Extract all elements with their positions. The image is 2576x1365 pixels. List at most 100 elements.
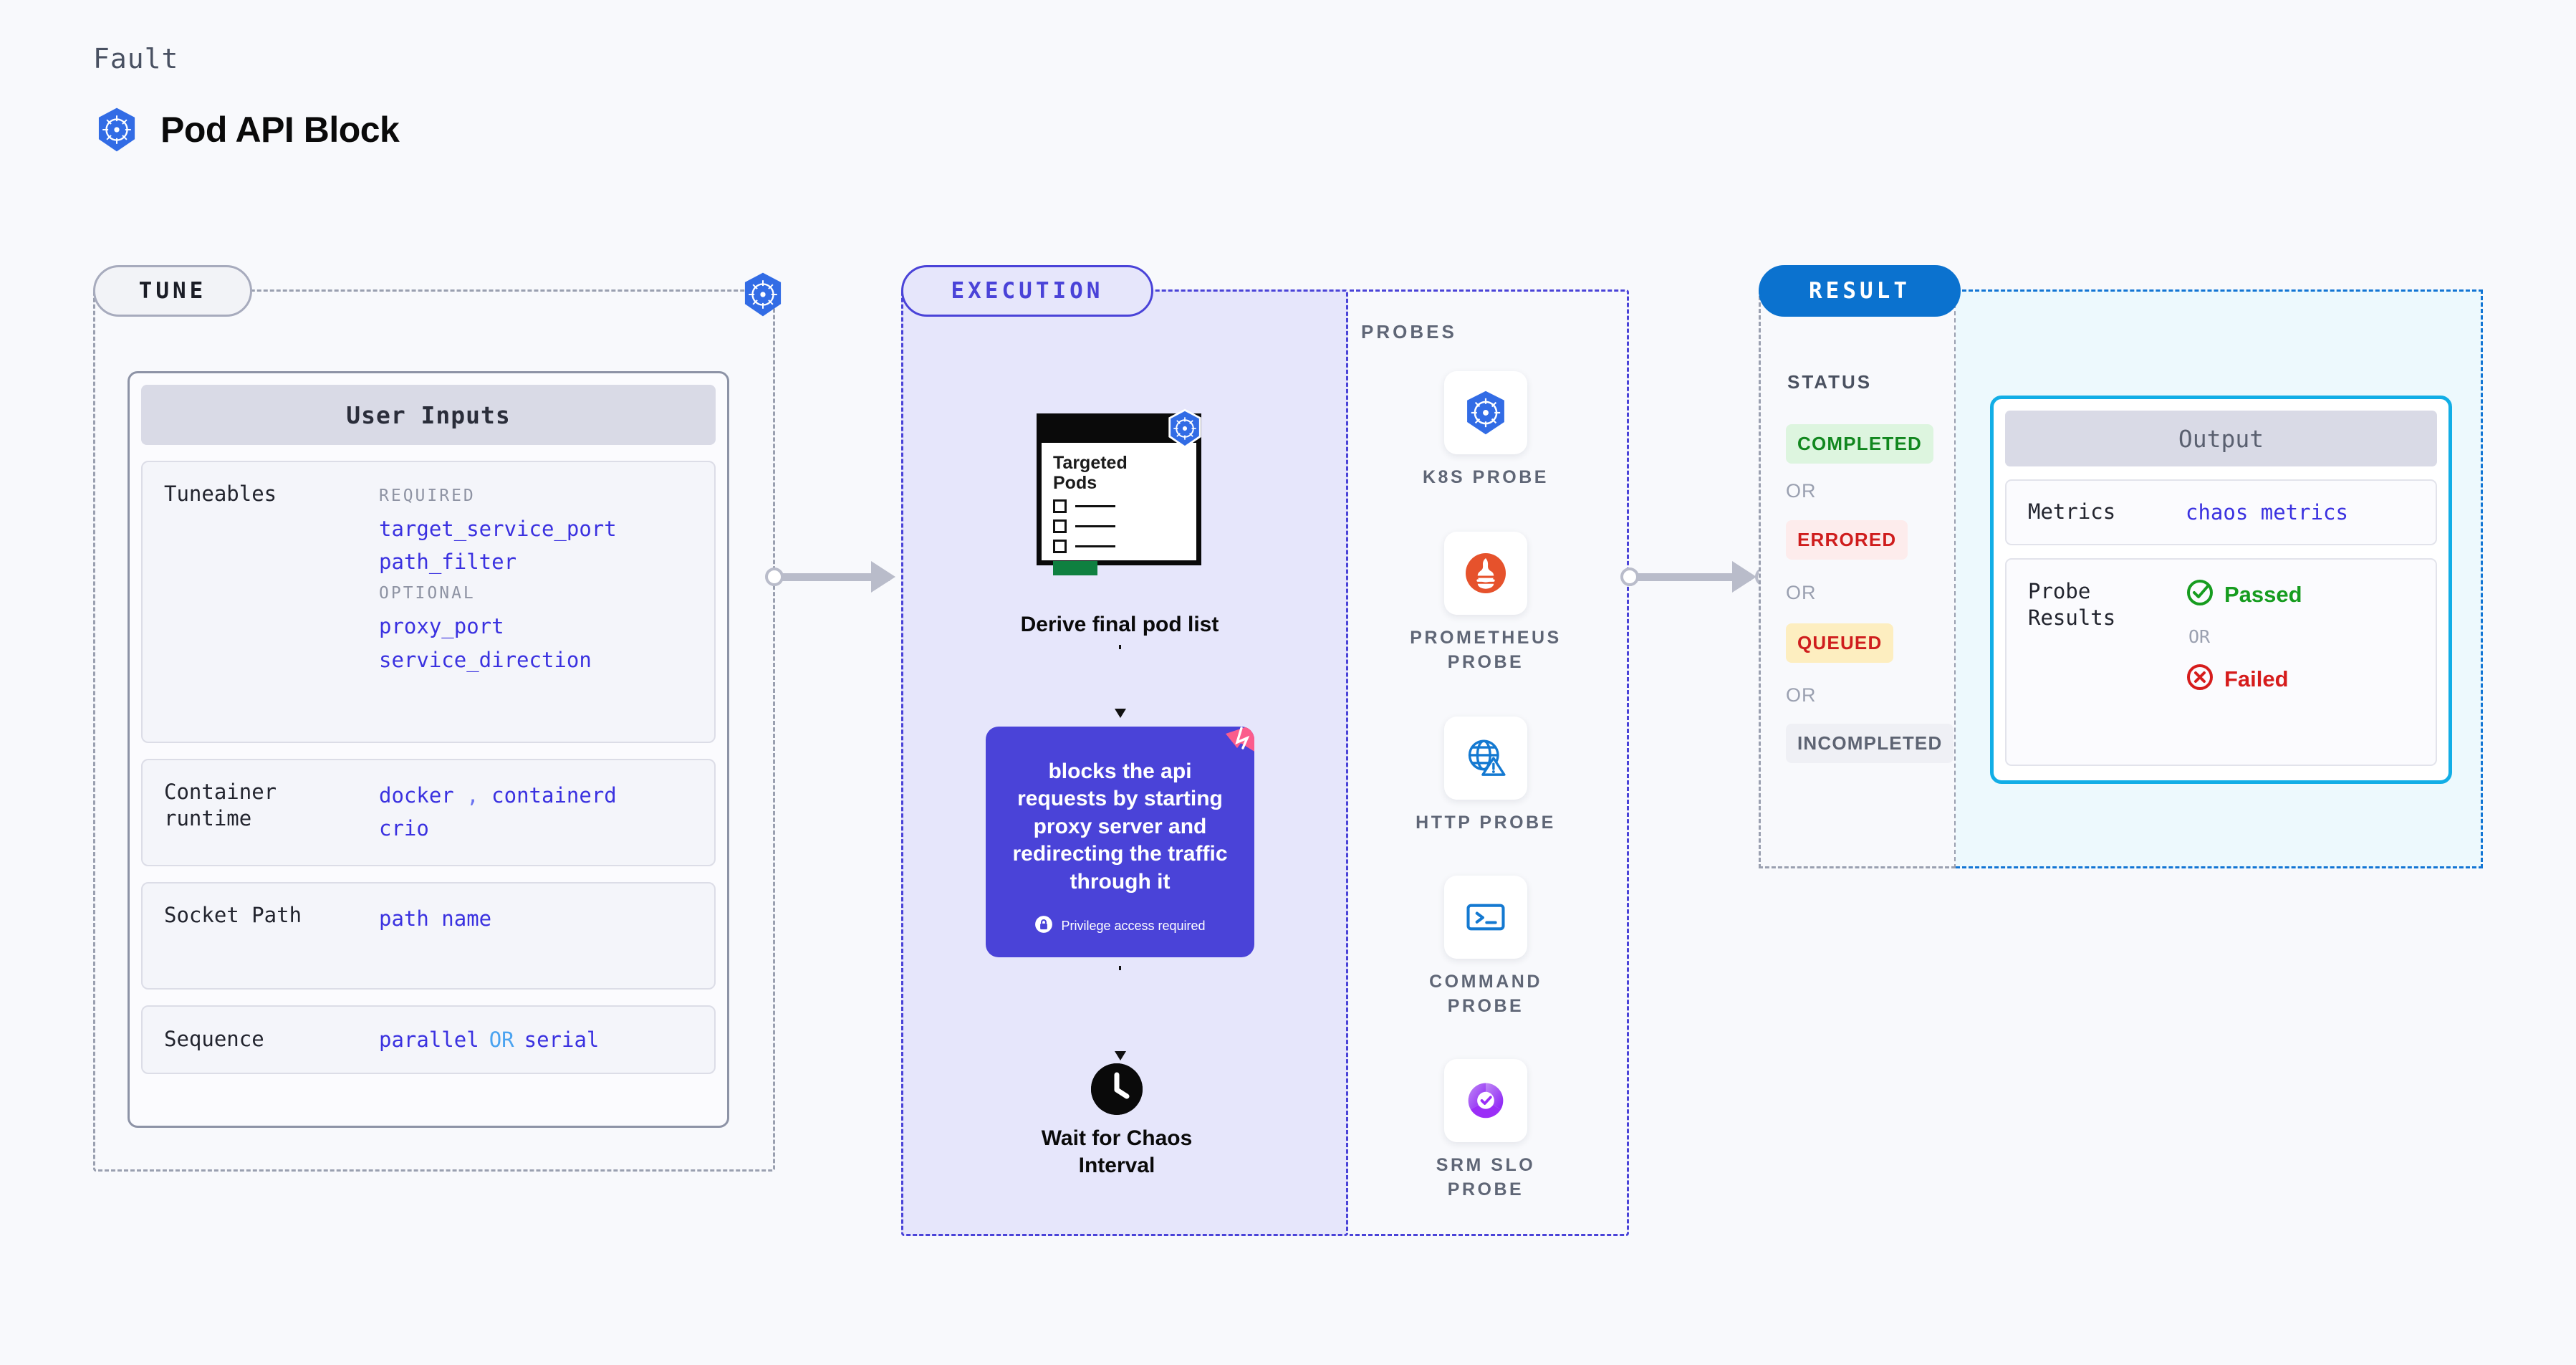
connector-execution-to-result [1620,555,1774,598]
connector-start-dot [1620,567,1639,586]
connector-shaft [775,573,890,581]
category-required: REQUIRED [379,487,476,505]
row-label-tuneables: Tuneables [164,482,277,506]
kubernetes-icon [739,271,787,318]
table-row: Socket Path path name [141,882,716,990]
tuneable-service-direction[interactable]: service_direction [379,647,592,672]
result-status-region [1759,289,1956,868]
flow-arrow-down [1115,966,1126,1060]
runtime-crio[interactable]: crio [379,816,429,841]
list-item [1053,499,1185,513]
row-label-socket-path: Socket Path [164,903,302,927]
or-separator: OR [1786,582,1817,603]
status-badge: COMPLETED [1786,424,1934,464]
wait-interval-caption: Wait for Chaos Interval [1002,1125,1231,1179]
probe-item-http[interactable]: HTTP PROBE [1396,717,1575,835]
stage-pill-result[interactable]: RESULT [1759,265,1961,317]
table-row: Metrics chaos metrics [2005,479,2437,545]
pods-heading-line2: Pods [1053,473,1097,493]
line-placeholder [1075,505,1115,507]
derive-pod-list-caption: Derive final pod list [1020,613,1219,636]
action-description: blocks the api requests by starting prox… [1012,760,1228,894]
green-progress-bar [1053,561,1097,575]
action-card: blocks the api requests by starting prox… [986,727,1254,957]
or-separator: OR [1786,684,1817,706]
arrow-line [1119,645,1121,717]
fault-kicker: Fault [93,43,179,75]
row-values-tuneables: REQUIRED target_service_port path_filter… [372,481,693,723]
kubernetes-icon [1444,371,1527,454]
sequence-parallel[interactable]: parallel [379,1027,479,1052]
arrow-head-icon [1115,709,1126,718]
checkbox-icon [1053,540,1067,553]
page-header: Fault Pod API Block [93,43,400,153]
sequence-serial[interactable]: serial [524,1027,600,1052]
passed-label: Passed [2224,581,2302,607]
table-row: Tuneables REQUIRED target_service_port p… [141,461,716,743]
metrics-value[interactable]: chaos metrics [2186,499,2348,525]
x-circle-icon [2186,663,2214,695]
connector-arrowhead [871,561,895,593]
status-title: STATUS [1787,371,1873,393]
pods-heading: Targeted Pods [1053,453,1185,493]
connector-shaft [1630,573,1751,581]
list-item [1053,540,1185,553]
srm-slo-icon [1444,1059,1527,1142]
row-label-sequence: Sequence [164,1027,264,1052]
failed-label: Failed [2224,666,2289,691]
lock-icon [1034,915,1053,937]
probe-label: HTTP PROBE [1416,813,1556,833]
title-row: Pod API Block [93,106,400,153]
kubernetes-icon [1165,408,1205,449]
row-values-probe-results: Passed OR Failed [2186,578,2414,746]
runtime-separator: , [466,783,479,808]
arrow-head-icon [1115,1051,1126,1060]
privilege-text: Privilege access required [1061,919,1206,933]
row-values-container-runtime: docker , containerd crio [372,779,693,846]
user-inputs-card: User Inputs Tuneables REQUIRED target_se… [128,371,729,1128]
checkbox-icon [1053,499,1067,513]
prometheus-icon [1444,532,1527,615]
runtime-docker[interactable]: docker [379,783,454,808]
stage-pill-execution[interactable]: EXECUTION [901,265,1153,317]
probe-result-failed: Failed [2186,663,2414,695]
tune-region [93,289,775,1172]
kubernetes-icon [93,106,140,153]
probe-result-passed: Passed [2186,578,2414,610]
flow-arrow-down [1115,645,1126,718]
row-values-metrics: chaos metrics [2186,496,2414,529]
tuneable-proxy-port[interactable]: proxy_port [379,614,504,639]
stage-pill-tune[interactable]: TUNE [93,265,252,317]
row-label-metrics: Metrics [2028,499,2116,525]
connector-arrowhead [1732,561,1756,593]
probe-item-k8s[interactable]: K8S PROBE [1396,371,1575,490]
or-separator: OR [1786,480,1817,502]
runtime-containerd[interactable]: containerd [491,783,617,808]
table-row: Sequence parallel OR serial [141,1005,716,1074]
check-circle-icon [2186,578,2214,610]
tuneable-target-service-port[interactable]: target_service_port [379,516,617,541]
wait-caption-line1: Wait for Chaos [1041,1126,1193,1150]
status-badge: INCOMPLETED [1786,724,1954,763]
tuneable-path-filter[interactable]: path_filter [379,550,517,575]
checkbox-icon [1053,519,1067,533]
output-title: Output [2005,411,2437,466]
connector-start-dot [765,567,784,586]
row-values-socket-path: path name [372,902,693,969]
socket-path-value[interactable]: path name [379,906,492,931]
probes-title: PROBES [1361,321,1457,343]
probe-label: K8S PROBE [1423,467,1549,487]
user-inputs-title: User Inputs [141,385,716,445]
wait-caption-line2: Interval [1078,1153,1155,1177]
